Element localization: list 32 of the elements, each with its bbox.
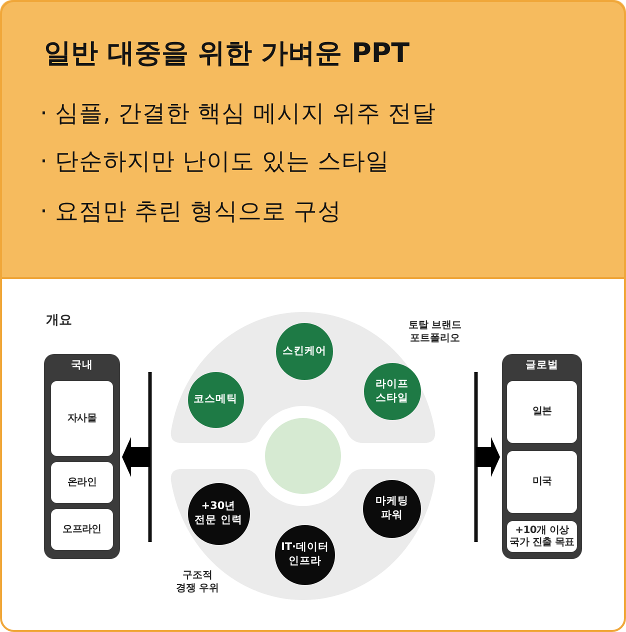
dark-panel: [44, 354, 120, 559]
header-panel: [0, 0, 626, 279]
center-circle: [265, 418, 341, 494]
bullet-item: · 심플, 간결한 핵심 메시지 위주 전달: [40, 99, 436, 128]
item-label: 자사몰: [66, 412, 98, 424]
block-arrow: [122, 437, 150, 477]
list-card: [51, 462, 113, 503]
circle-label: 라이프 스타일: [374, 378, 410, 406]
section-label: 개요: [46, 312, 72, 329]
title-text: 일반 대중을 위한 가벼운 PPT: [44, 37, 410, 71]
panel-heading: 국내: [70, 359, 94, 372]
item-label: 오프라인: [62, 524, 102, 536]
item-label: 일본: [531, 406, 553, 418]
band-label: 토탈 브랜드 포트폴리오: [407, 320, 463, 345]
bullet-item: · 요점만 추린 형식으로 구성: [40, 197, 342, 226]
block-arrow: [476, 437, 500, 477]
item-label: +10개 이상 국가 진출 목표: [509, 525, 575, 548]
list-card: [507, 381, 577, 443]
circle-label: 코스메틱: [192, 392, 238, 406]
circle-label: +30년 전문 인력: [194, 500, 244, 528]
dark-panel: [502, 354, 582, 559]
item-label: 미국: [531, 476, 553, 488]
circle-label: 마케팅 파워: [374, 494, 410, 522]
list-card: [51, 381, 113, 456]
list-card: [51, 509, 113, 550]
band-label: 구조적 경쟁 우위: [174, 570, 220, 595]
panel-heading: 글로벌: [524, 359, 560, 372]
list-card: [507, 451, 577, 513]
bullet-item: · 단순하지만 난이도 있는 스타일: [40, 147, 390, 176]
circle-label: IT·데이터 인프라: [280, 541, 330, 569]
item-label: 온라인: [66, 476, 98, 488]
circle-label: 스킨케어: [282, 344, 328, 358]
